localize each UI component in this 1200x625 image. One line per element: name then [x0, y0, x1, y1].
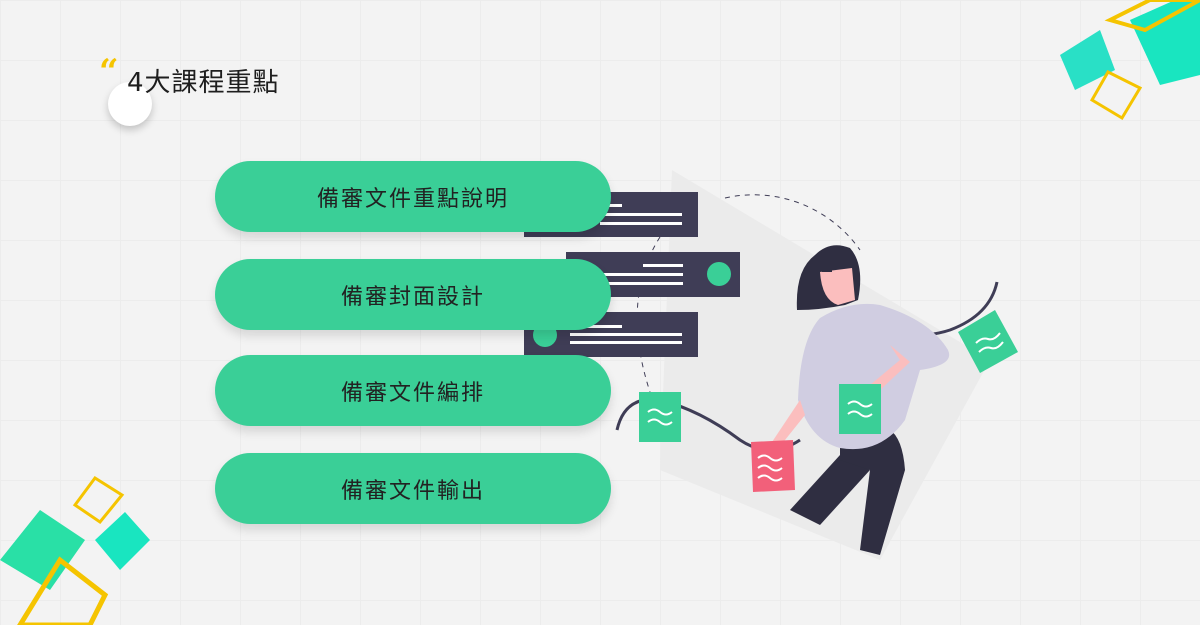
quote-mark-icon: “	[99, 52, 119, 92]
note-green-2	[839, 384, 881, 434]
note-pink	[751, 440, 795, 492]
course-point-4[interactable]: 備審文件輸出	[215, 453, 611, 524]
page-title: 4大課程重點	[127, 68, 280, 98]
course-point-1[interactable]: 備審文件重點說明	[215, 161, 611, 232]
course-point-3[interactable]: 備審文件編排	[215, 355, 611, 426]
course-point-2[interactable]: 備審封面設計	[215, 259, 611, 330]
note-green-3	[958, 310, 1018, 373]
header-circle-decoration	[108, 82, 152, 126]
note-green-1	[639, 392, 681, 442]
